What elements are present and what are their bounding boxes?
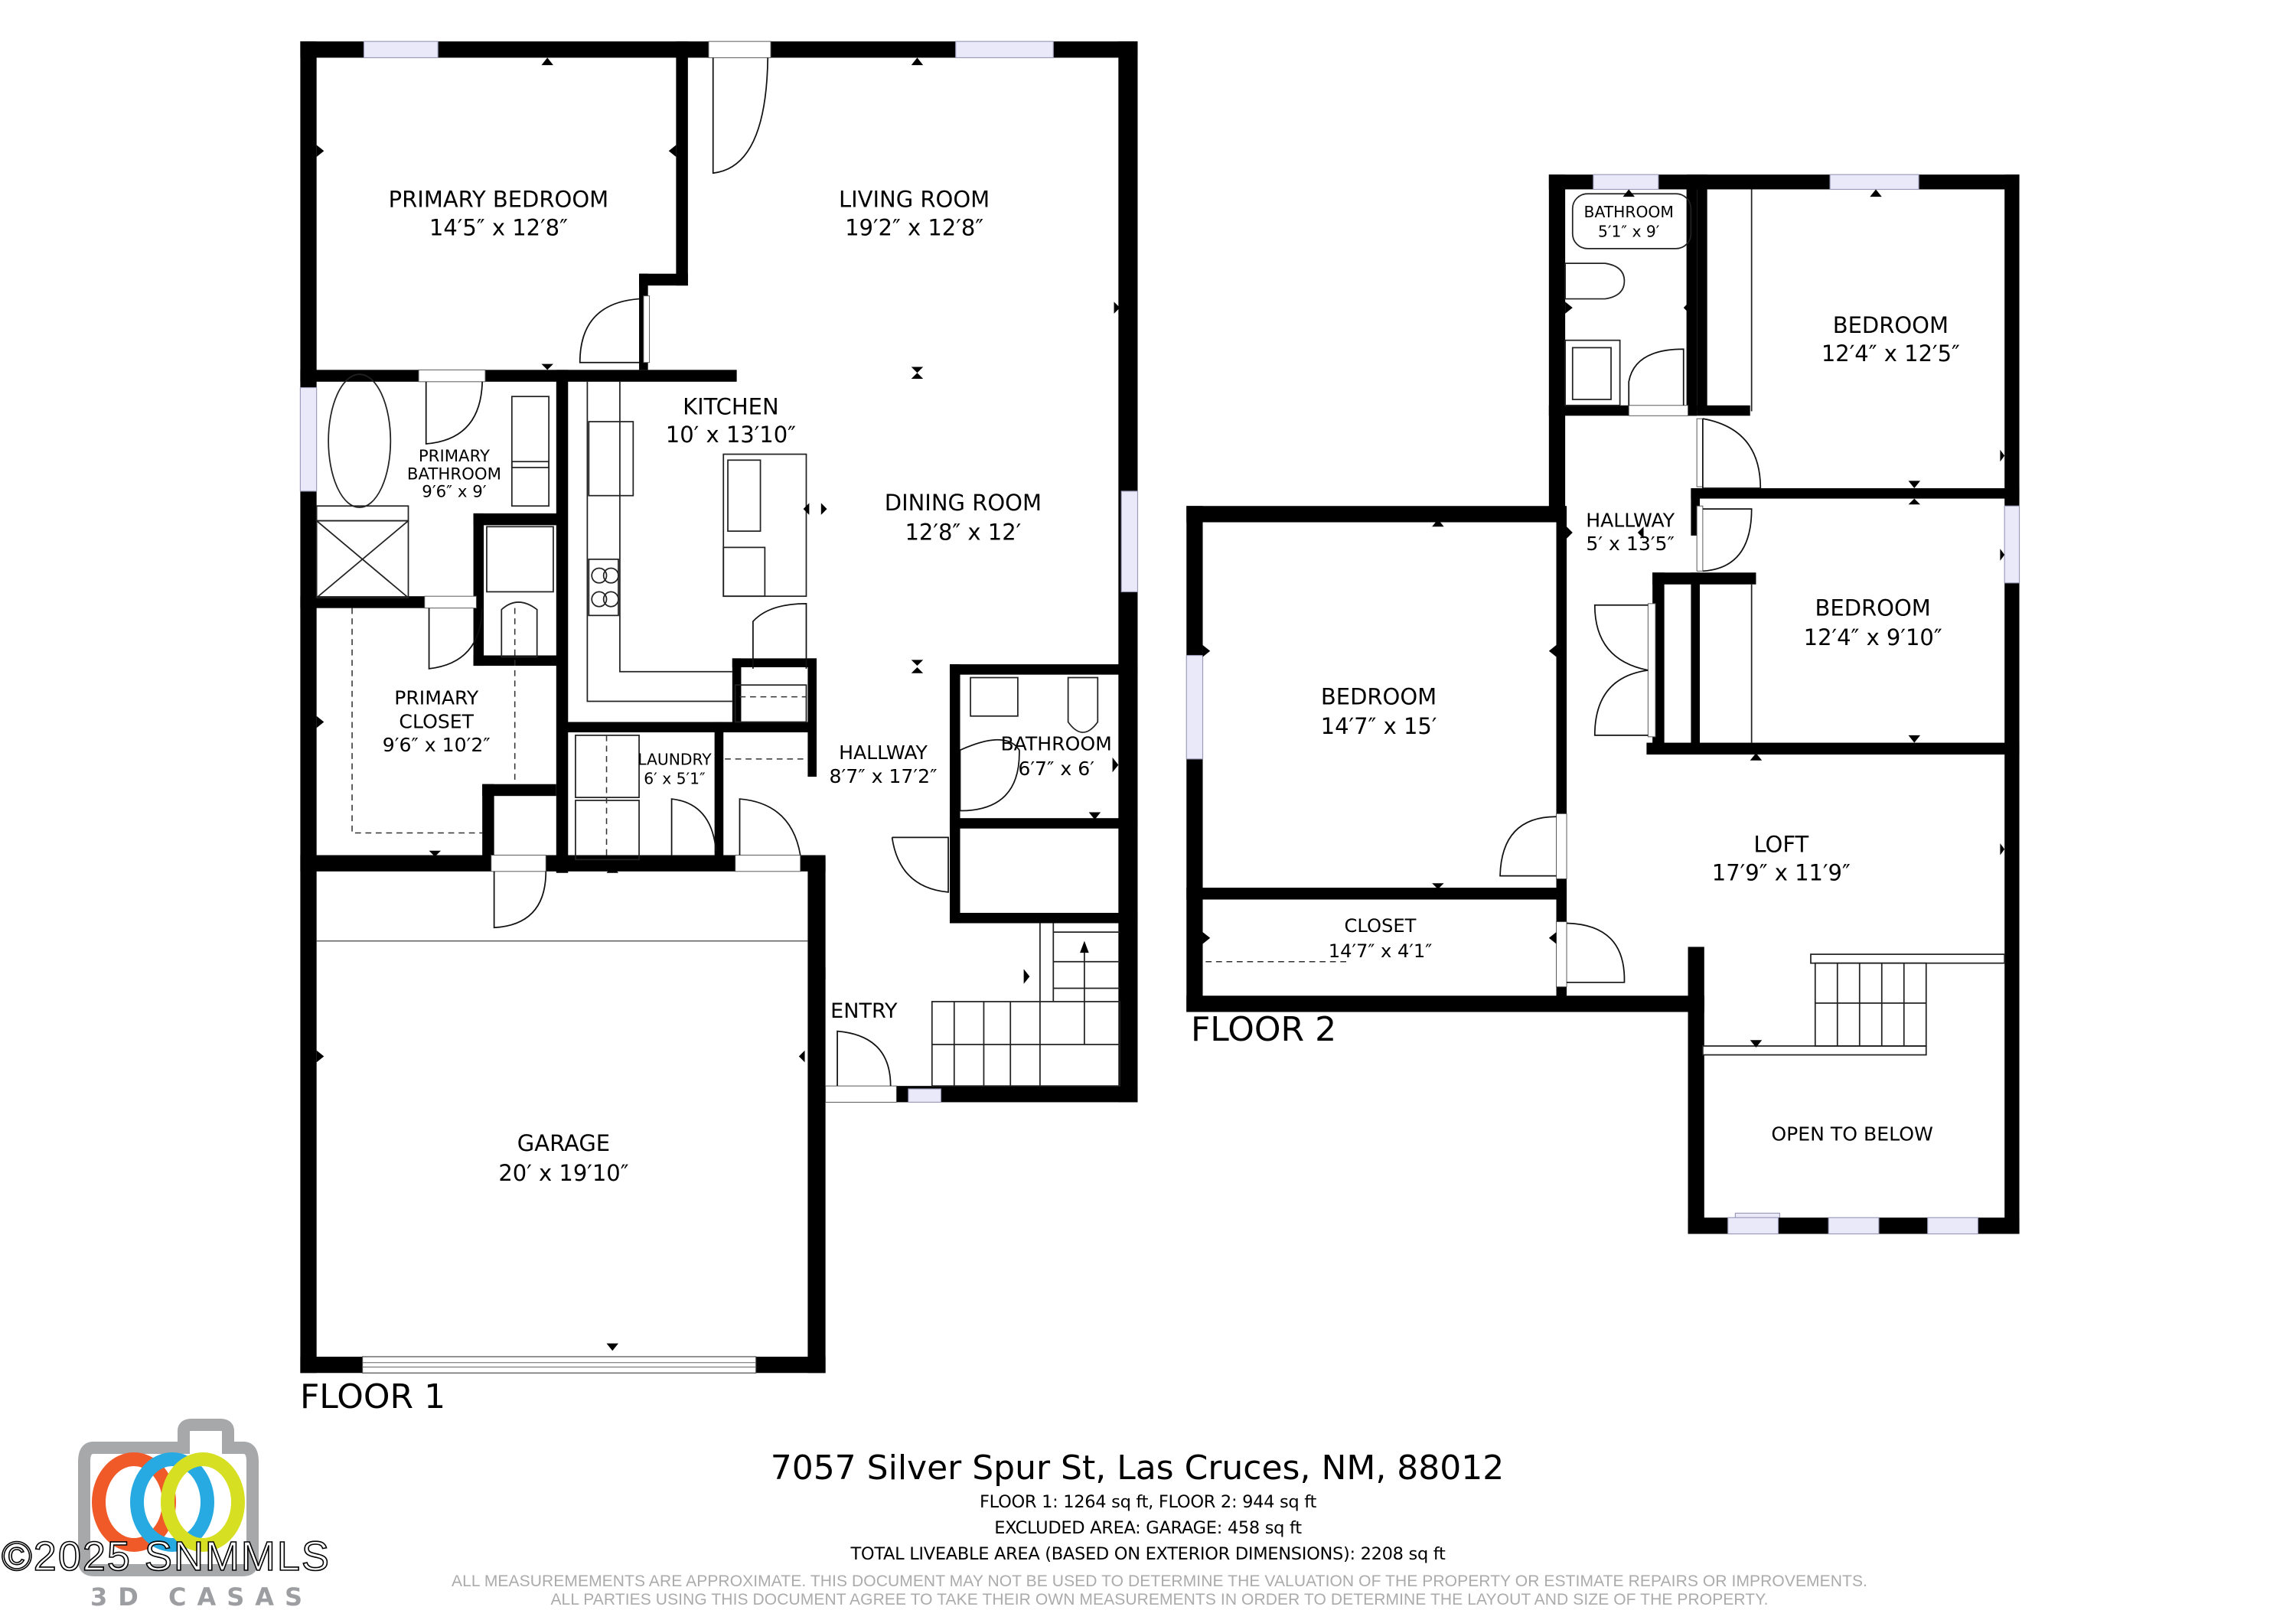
floor-1-plan: PRIMARY BEDROOM 14′5″ x 12′8″ LIVING ROO…: [299, 41, 1780, 1374]
camera-rings-icon: [78, 1419, 259, 1576]
room-dims-bathroom-2: 5′1″ x 9′: [1598, 222, 1660, 240]
room-label-garage: GARAGE: [517, 1130, 610, 1156]
room-dims-kitchen: 10′ x 13′10″: [666, 422, 796, 448]
excluded-area: EXCLUDED AREA: GARAGE: 458 sq ft: [994, 1518, 1302, 1538]
disclaimer-line-1: ALL MEASUREMEMENTS ARE APPROXIMATE. THIS…: [452, 1572, 1867, 1590]
room-label-kitchen: KITCHEN: [683, 393, 779, 419]
room-label-primary-bathroom: PRIMARY: [419, 447, 491, 466]
room-dims-hallway: 8′7″ x 17′2″: [830, 765, 938, 787]
room-label-primary-closet-2: CLOSET: [399, 710, 474, 732]
room-dims-loft: 17′9″ x 11′9″: [1712, 859, 1851, 885]
disclaimer-line-2: ALL PARTIES USING THIS DOCUMENT AGREE TO…: [550, 1591, 1769, 1608]
room-label-primary-bedroom: PRIMARY BEDROOM: [389, 187, 608, 213]
brand-name: 3D CASAS: [90, 1582, 314, 1612]
property-address: 7057 Silver Spur St, Las Cruces, NM, 880…: [770, 1449, 1505, 1488]
room-dims-garage: 20′ x 19′10″: [498, 1160, 628, 1186]
room-label-bedroom-c: BEDROOM: [1321, 683, 1437, 709]
floor-2-plan: BATHROOM 5′1″ x 9′ BEDROOM 12′4″ x 12′5″…: [1186, 174, 2020, 1235]
floor-area-summary: FLOOR 1: 1264 sq ft, FLOOR 2: 944 sq ft: [980, 1492, 1316, 1512]
room-dims-primary-bathroom: 9′6″ x 9′: [422, 483, 486, 502]
room-label-loft: LOFT: [1753, 832, 1808, 858]
room-dims-primary-closet: 9′6″ x 10′2″: [383, 734, 491, 756]
room-dims-laundry: 6′ x 5′1″: [644, 770, 706, 788]
room-label-bathroom-2: BATHROOM: [1584, 203, 1674, 221]
room-label-dining-room: DINING ROOM: [885, 490, 1042, 516]
room-label-primary-closet: PRIMARY: [394, 686, 479, 709]
total-liveable-area: TOTAL LIVEABLE AREA (BASED ON EXTERIOR D…: [850, 1544, 1446, 1564]
room-label-bathroom: BATHROOM: [1000, 732, 1111, 754]
floor-2-label: FLOOR 2: [1191, 1010, 1337, 1049]
room-label-bedroom-b: BEDROOM: [1815, 595, 1931, 621]
room-dims-primary-bedroom: 14′5″ x 12′8″: [429, 214, 568, 240]
room-label-entry: ENTRY: [830, 999, 898, 1023]
room-label-hallway: HALLWAY: [839, 741, 928, 764]
room-dims-bathroom: 6′7″ x 6′: [1018, 758, 1094, 780]
room-dims-bedroom-c: 14′7″ x 15′: [1321, 713, 1437, 739]
room-label-bedroom-a: BEDROOM: [1833, 312, 1949, 338]
copyright-watermark: ©2025 SNMMLS: [1, 1533, 331, 1580]
room-dims-dining-room: 12′8″ x 12′: [905, 520, 1021, 546]
room-dims-hallway-2: 5′ x 13′5″: [1586, 533, 1675, 555]
room-label-primary-bathroom-2: BATHROOM: [407, 464, 501, 484]
room-label-closet-2: CLOSET: [1345, 915, 1417, 937]
floor-1-label: FLOOR 1: [300, 1377, 446, 1416]
room-dims-bedroom-b: 12′4″ x 9′10″: [1804, 624, 1942, 650]
room-label-laundry: LAUNDRY: [638, 751, 712, 769]
room-label-living-room: LIVING ROOM: [839, 187, 990, 213]
room-label-open-to-below: OPEN TO BELOW: [1771, 1123, 1933, 1146]
room-dims-bedroom-a: 12′4″ x 12′5″: [1821, 341, 1960, 367]
room-dims-living-room: 19′2″ x 12′8″: [845, 214, 983, 240]
room-label-hallway-2: HALLWAY: [1586, 509, 1675, 531]
room-dims-closet-2: 14′7″ x 4′1″: [1329, 940, 1432, 962]
